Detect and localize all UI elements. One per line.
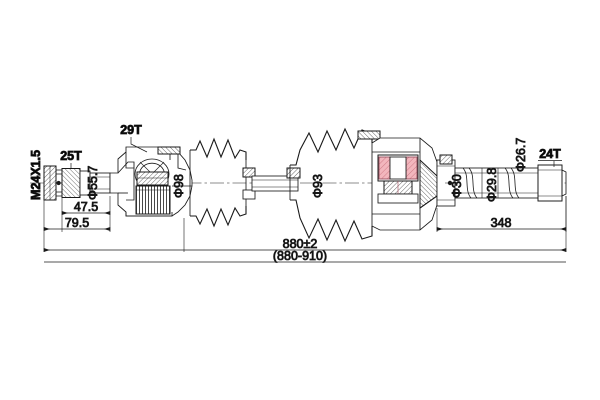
right-bellows-boot — [286, 127, 381, 243]
left-spline-25t — [61, 168, 111, 198]
dimension-overall — [43, 247, 567, 263]
left-spline-count-label: 25T — [60, 149, 82, 163]
thread-spec-label: M24X1.5 — [29, 150, 43, 200]
left-bellows-boot — [189, 137, 256, 228]
leader-29t — [130, 137, 148, 153]
dimension-348-label: 348 — [491, 216, 512, 230]
right-tripod-joint-housing — [371, 137, 438, 231]
dia-joint-mid-label: Φ93 — [311, 174, 325, 198]
left-cv-joint-housing — [109, 146, 193, 217]
dia-spline-right-label: Φ26.7 — [514, 138, 528, 172]
right-boot-neck — [436, 154, 456, 207]
dimension-overall-range-label: (880-910) — [273, 249, 327, 263]
dimension-79-5-label: 79.5 — [65, 216, 89, 230]
left-threaded-stub — [43, 165, 63, 201]
dimension-47-5-label: 47.5 — [74, 200, 98, 214]
dia-boot-right-label: Φ30 — [450, 174, 464, 198]
dimension-overall-label: 880±2 — [283, 237, 318, 251]
right-spline-count-label: 24T — [539, 147, 561, 161]
left-joint-count-label: 29T — [120, 123, 142, 137]
right-spline-24t — [537, 164, 567, 202]
dia-shaft-right-label: Φ29.8 — [485, 168, 499, 202]
left-joint-seal-band — [157, 146, 181, 155]
dia-flange-left-label: Φ55.7 — [86, 166, 100, 200]
right-shaft — [454, 167, 539, 199]
dia-joint-left-label: Φ98 — [172, 174, 186, 198]
